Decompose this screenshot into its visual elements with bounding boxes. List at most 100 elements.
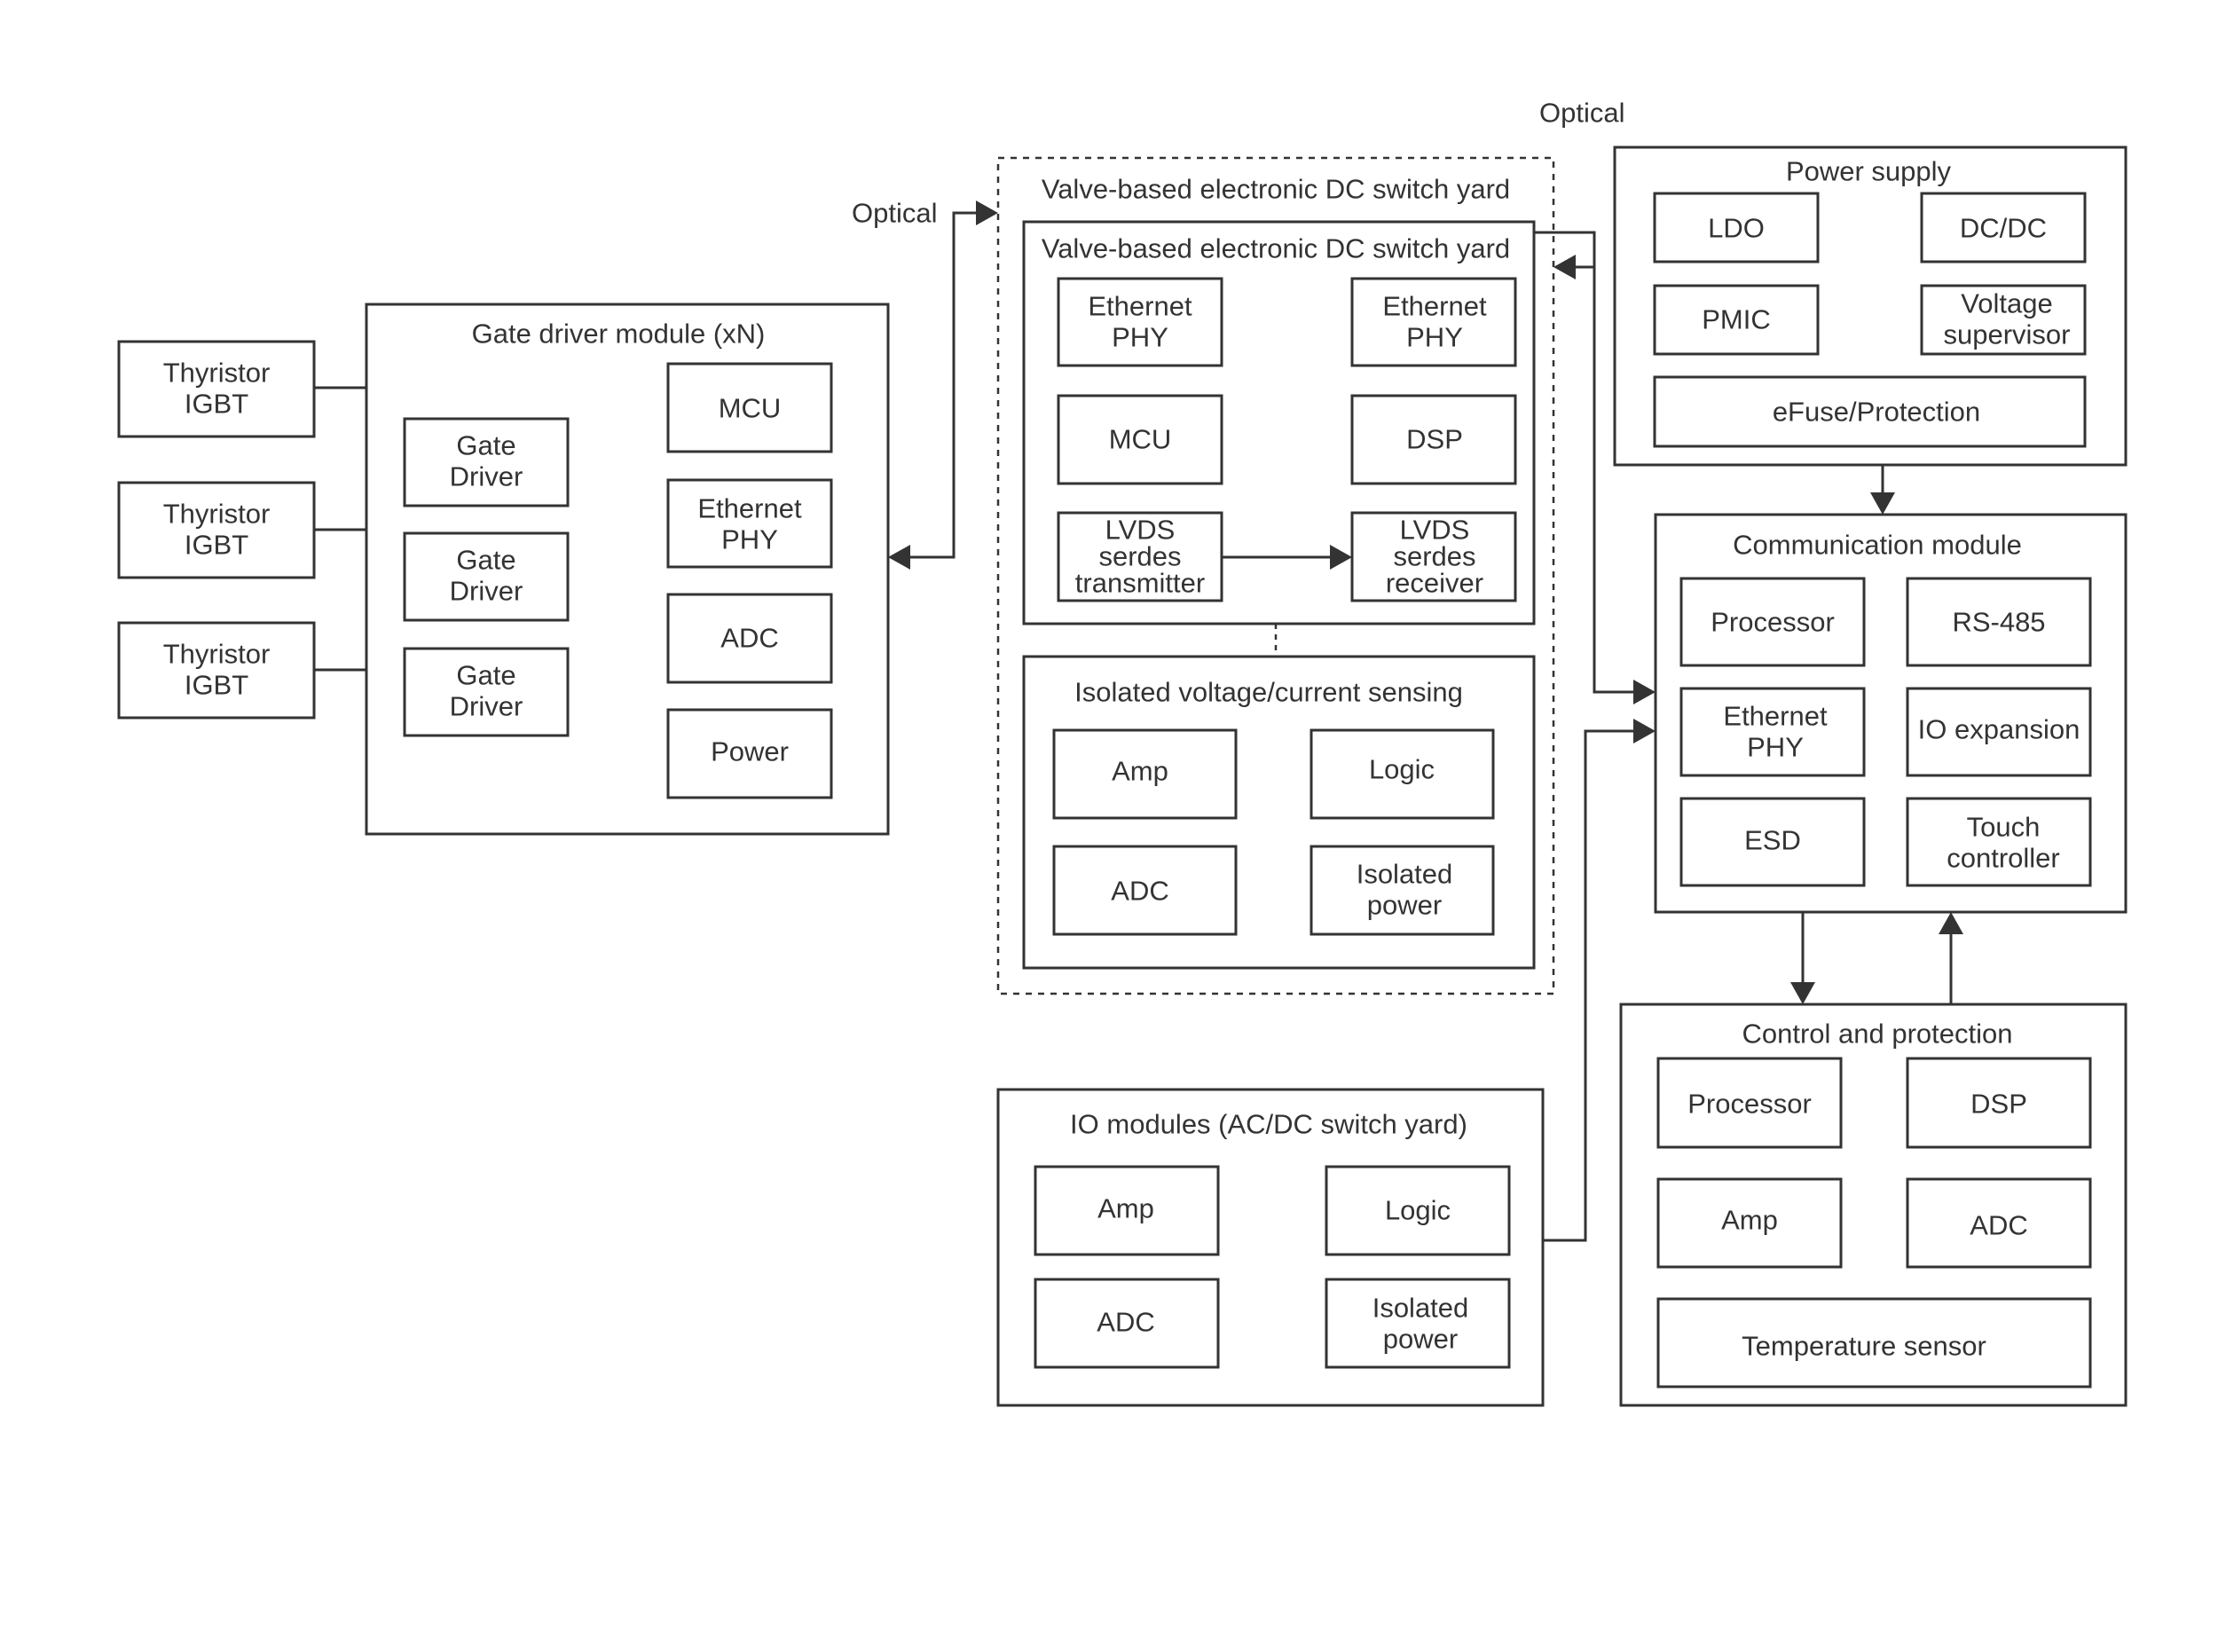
optical-comm-arrow-left [1553, 255, 1576, 279]
valve-ethernet-phy-left-block: Ethernet PHY [1057, 277, 1223, 367]
gate-module-mcu-block: MCU [666, 362, 833, 453]
receiver-label: receiver [1386, 568, 1483, 599]
communication-module: Communication module Processor RS-485 Et… [1654, 513, 2128, 914]
comm-esd-block: ESD [1679, 797, 1866, 887]
io-logic-block: Logic [1325, 1165, 1511, 1256]
optical-label-left: Optical [852, 198, 937, 229]
io-modules: IO modules (AC/DC switch yard) Amp Logic… [996, 1088, 1545, 1407]
thyristor-label: Thyristor [163, 358, 271, 389]
efuse-protection-block: eFuse/Protection [1653, 375, 2087, 448]
isolated-sensing-module: Isolated voltage/current sensing Amp Log… [1022, 655, 1536, 970]
thyristor-block-2: Thyristor IGBT [117, 481, 316, 579]
gate-module-adc-block: ADC [666, 593, 833, 684]
dsp-label: DSP [1406, 424, 1463, 455]
amp-label: Amp [1112, 756, 1168, 787]
control-protection-title: Control and protection [1742, 1019, 2012, 1050]
comm-touch-controller-block: Touch controller [1906, 797, 2092, 887]
serdes-label: serdes [1393, 541, 1475, 572]
valve-yard-inner-title: Valve-based electronic DC switch yard [1042, 233, 1510, 264]
comm-rs485-block: RS-485 [1906, 577, 2092, 667]
temperature-sensor-block: Temperature sensor [1656, 1297, 2092, 1388]
igbt-label: IGBT [185, 389, 248, 420]
pmic-block: PMIC [1653, 284, 1820, 356]
valve-ethernet-phy-right-block: Ethernet PHY [1350, 277, 1517, 367]
logic-label: Logic [1369, 754, 1435, 785]
gate-driver-label: Gate [456, 430, 515, 461]
control-protection-module: Control and protection Processor DSP Amp… [1619, 1003, 2128, 1407]
ethernet-label: Ethernet [697, 493, 802, 524]
valve-yard-outer-title: Valve-based electronic DC switch yard [1042, 174, 1510, 205]
control-amp-block: Amp [1656, 1177, 1843, 1269]
gate-driver-module: Gate driver module (xN) Gate Driver Gate… [365, 303, 890, 836]
gate-driver-label: Gate [456, 660, 515, 691]
lvds-arrow-head [1330, 545, 1352, 570]
thyristor-label: Thyristor [163, 639, 271, 670]
gate-driver-label: Gate [456, 545, 515, 576]
dcdc-label: DC/DC [1960, 213, 2047, 244]
io-amp-block: Amp [1034, 1165, 1220, 1256]
pmic-label: PMIC [1702, 304, 1771, 335]
thyristor-label: Thyristor [163, 499, 271, 530]
power-label: power [1383, 1324, 1458, 1355]
temperature-sensor-label: Temperature sensor [1742, 1331, 1986, 1362]
voltage-label: Voltage [1961, 288, 2052, 319]
lvds-receiver-block: LVDS serdes receiver [1350, 511, 1517, 602]
lvds-label: LVDS [1105, 515, 1176, 546]
optical-comm-line [1534, 231, 1634, 694]
adc-label: ADC [1097, 1307, 1154, 1338]
ethernet-label: Ethernet [1088, 291, 1192, 322]
gate-driver-label: Driver [450, 691, 523, 722]
comm-ethernet-phy-block: Ethernet PHY [1679, 687, 1866, 777]
thyristor-block-3: Thyristor IGBT [117, 621, 316, 720]
sensing-amp-block: Amp [1052, 728, 1238, 820]
processor-label: Processor [1687, 1089, 1812, 1120]
valve-yard-inner-module: Valve-based electronic DC switch yard Et… [1022, 220, 1536, 625]
isolated-label: Isolated [1357, 859, 1453, 890]
gate-module-power-block: Power [666, 708, 833, 799]
io-expansion-label: IO expansion [1918, 714, 2080, 745]
io-isolated-power-block: Isolated power [1325, 1278, 1511, 1369]
io-adc-block: ADC [1034, 1278, 1220, 1369]
adc-label: ADC [1111, 876, 1168, 907]
power-supply-module: Power supply LDO DC/DC PMIC Voltage supe… [1613, 146, 2128, 467]
arrow-head-left [888, 545, 910, 570]
valve-yard-outer-region: Valve-based electronic DC switch yard [996, 156, 1555, 995]
mcu-label: MCU [1109, 424, 1172, 455]
processor-label: Processor [1711, 607, 1835, 638]
isolated-label: Isolated [1372, 1293, 1469, 1324]
gate-driver-label: Driver [450, 461, 523, 492]
efuse-label: eFuse/Protection [1773, 397, 1980, 428]
gate-driver-module-title: Gate driver module (xN) [472, 319, 766, 350]
sensing-adc-block: ADC [1052, 845, 1238, 936]
lvds-transmitter-block: LVDS serdes transmitter [1057, 511, 1223, 602]
touch-label: Touch [1967, 812, 2041, 843]
gate-module-ethernet-phy-block: Ethernet PHY [666, 478, 833, 569]
optical-label-top: Optical [1539, 98, 1624, 129]
lvds-label: LVDS [1400, 515, 1470, 546]
control-adc-block: ADC [1906, 1177, 2092, 1269]
power-supply-title: Power supply [1786, 156, 1952, 187]
logic-label: Logic [1385, 1195, 1451, 1226]
ldo-label: LDO [1708, 213, 1765, 244]
thyristor-block-1: Thyristor IGBT [117, 340, 316, 438]
voltage-supervisor-block: Voltage supervisor [1920, 284, 2087, 356]
ethernet-label: Ethernet [1723, 701, 1828, 732]
gate-driver-block-1: Gate Driver [403, 417, 570, 507]
controller-label: controller [1947, 843, 2060, 874]
comm-io-expansion-block: IO expansion [1906, 687, 2092, 777]
supervisor-label: supervisor [1944, 319, 2071, 350]
ldo-block: LDO [1653, 192, 1820, 264]
igbt-label: IGBT [185, 670, 248, 701]
control-to-comm-arrow [1939, 912, 1963, 934]
power-to-comm-arrow [1870, 492, 1895, 515]
isolated-sensing-title: Isolated voltage/current sensing [1074, 677, 1463, 708]
valve-dsp-block: DSP [1350, 394, 1517, 485]
io-to-comm-line [1543, 729, 1634, 1242]
dsp-label: DSP [1970, 1089, 2027, 1120]
arrow-head-right [976, 201, 998, 225]
gate-driver-block-3: Gate Driver [403, 647, 570, 737]
phy-label: PHY [1406, 322, 1463, 353]
io-modules-title: IO modules (AC/DC switch yard) [1070, 1109, 1467, 1140]
serdes-label: serdes [1098, 541, 1181, 572]
